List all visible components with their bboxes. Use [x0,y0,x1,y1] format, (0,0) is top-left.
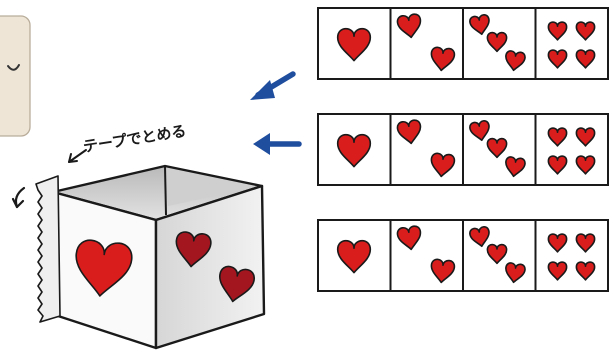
tape-caption-text: テープでとめる [82,122,188,156]
strip-cell-four-hearts [536,220,609,291]
strip-cell-three-hearts [463,114,536,185]
strip-cell-one-heart [318,114,391,185]
strip-cell-three-hearts [463,8,536,79]
blue-arrow-icon [250,74,293,100]
curved-arrow-icon [13,188,24,207]
tape-caption: テープでとめる [69,122,187,162]
strip-cell-frame [536,8,609,79]
heart-strip [318,114,608,185]
heart-box [36,166,264,348]
strip-cell-two-hearts [391,114,464,185]
strip-cell-frame [536,220,609,291]
strip-cell-four-hearts [536,114,609,185]
heart-strips [318,8,608,291]
strip-cell-four-hearts [536,8,609,79]
strip-cell-two-hearts [391,220,464,291]
blue-arrow-icon [253,133,299,155]
heart-strip [318,8,608,79]
strip-cell-frame [536,114,609,185]
strip-cell-two-hearts [391,8,464,79]
strip-cell-one-heart [318,8,391,79]
heart-strip [318,220,608,291]
tape-strip [36,176,60,322]
strip-cell-three-hearts [463,220,536,291]
arrow-icon [69,150,86,162]
speech-bubble [0,16,30,136]
strip-cell-one-heart [318,220,391,291]
